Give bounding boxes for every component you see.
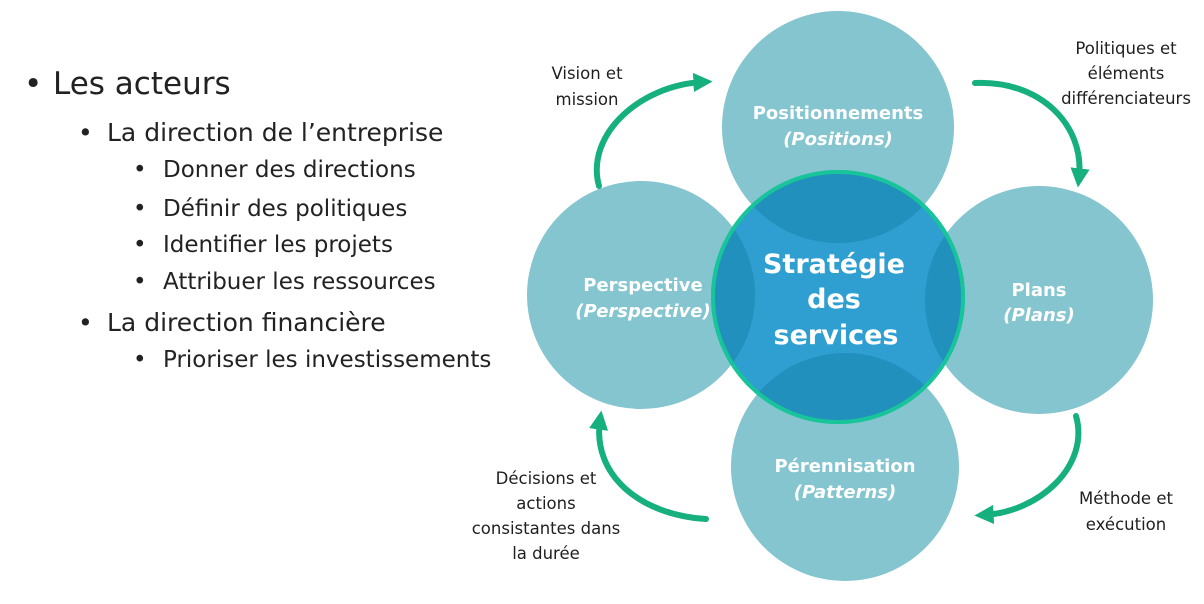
caption-methode-line: Méthode et [1079,489,1173,508]
bullet-item: • Définir des politiques [133,196,408,222]
caption-vision-line: mission [556,90,619,109]
caption-vision-line: Vision et [551,64,623,83]
bullet-text: Les acteurs [53,66,231,102]
arrow-bottom-left [589,410,709,522]
caption-politiques-line: éléments [1088,64,1165,83]
bullet-item: • La direction financière [78,308,386,337]
circle-perspective-title: Perspective [583,275,702,296]
caption-decisions-line: la durée [512,544,580,563]
bullet-item: • Attribuer les ressources [133,269,436,295]
arrow-bottom-right [974,413,1082,525]
circle-perspective [527,181,755,409]
bullet-item: • Identifier les projets [133,232,393,258]
arrow-top-left [594,72,713,189]
bullet-text: Attribuer les ressources [163,269,436,295]
circle-perspective-subtitle: (Perspective) [575,301,710,322]
bullet-text: Identifier les projets [163,232,393,258]
circle-patterns-title: Pérennisation [774,456,915,477]
circle-patterns-subtitle: (Patterns) [794,482,896,503]
bullet-item: • La direction de l’entreprise [78,118,444,147]
caption-decisions-line: actions [516,494,575,513]
bullet-text: La direction de l’entreprise [107,118,444,147]
bullet-text: Définir des politiques [163,196,408,222]
caption-decisions-line: consistantes dans [472,519,621,538]
bullet-text: Prioriser les investissements [163,347,492,373]
bullet-text: Donner des directions [163,157,416,183]
center-title-line: Stratégie [763,249,905,280]
center-title-line: des [807,284,861,315]
bullet-item: • Les acteurs [24,66,231,102]
bullet-item: • Prioriser les investissements [133,347,492,373]
circle-plans-title: Plans [1011,280,1066,301]
circle-plans [925,186,1153,414]
circle-positions-subtitle: (Positions) [783,129,893,150]
caption-politiques-line: différenciateurs [1061,89,1191,108]
circle-positions-title: Positionnements [753,103,924,124]
bullet-text: La direction financière [107,308,386,337]
arrow-top-right [972,79,1090,188]
circle-plans-subtitle: (Plans) [1003,305,1075,326]
caption-decisions-line: Décisions et [496,469,597,488]
caption-politiques-line: Politiques et [1075,39,1177,58]
bullet-item: • Donner des directions [133,157,416,183]
center-title-line: services [774,320,899,351]
caption-methode-line: exécution [1086,515,1166,534]
